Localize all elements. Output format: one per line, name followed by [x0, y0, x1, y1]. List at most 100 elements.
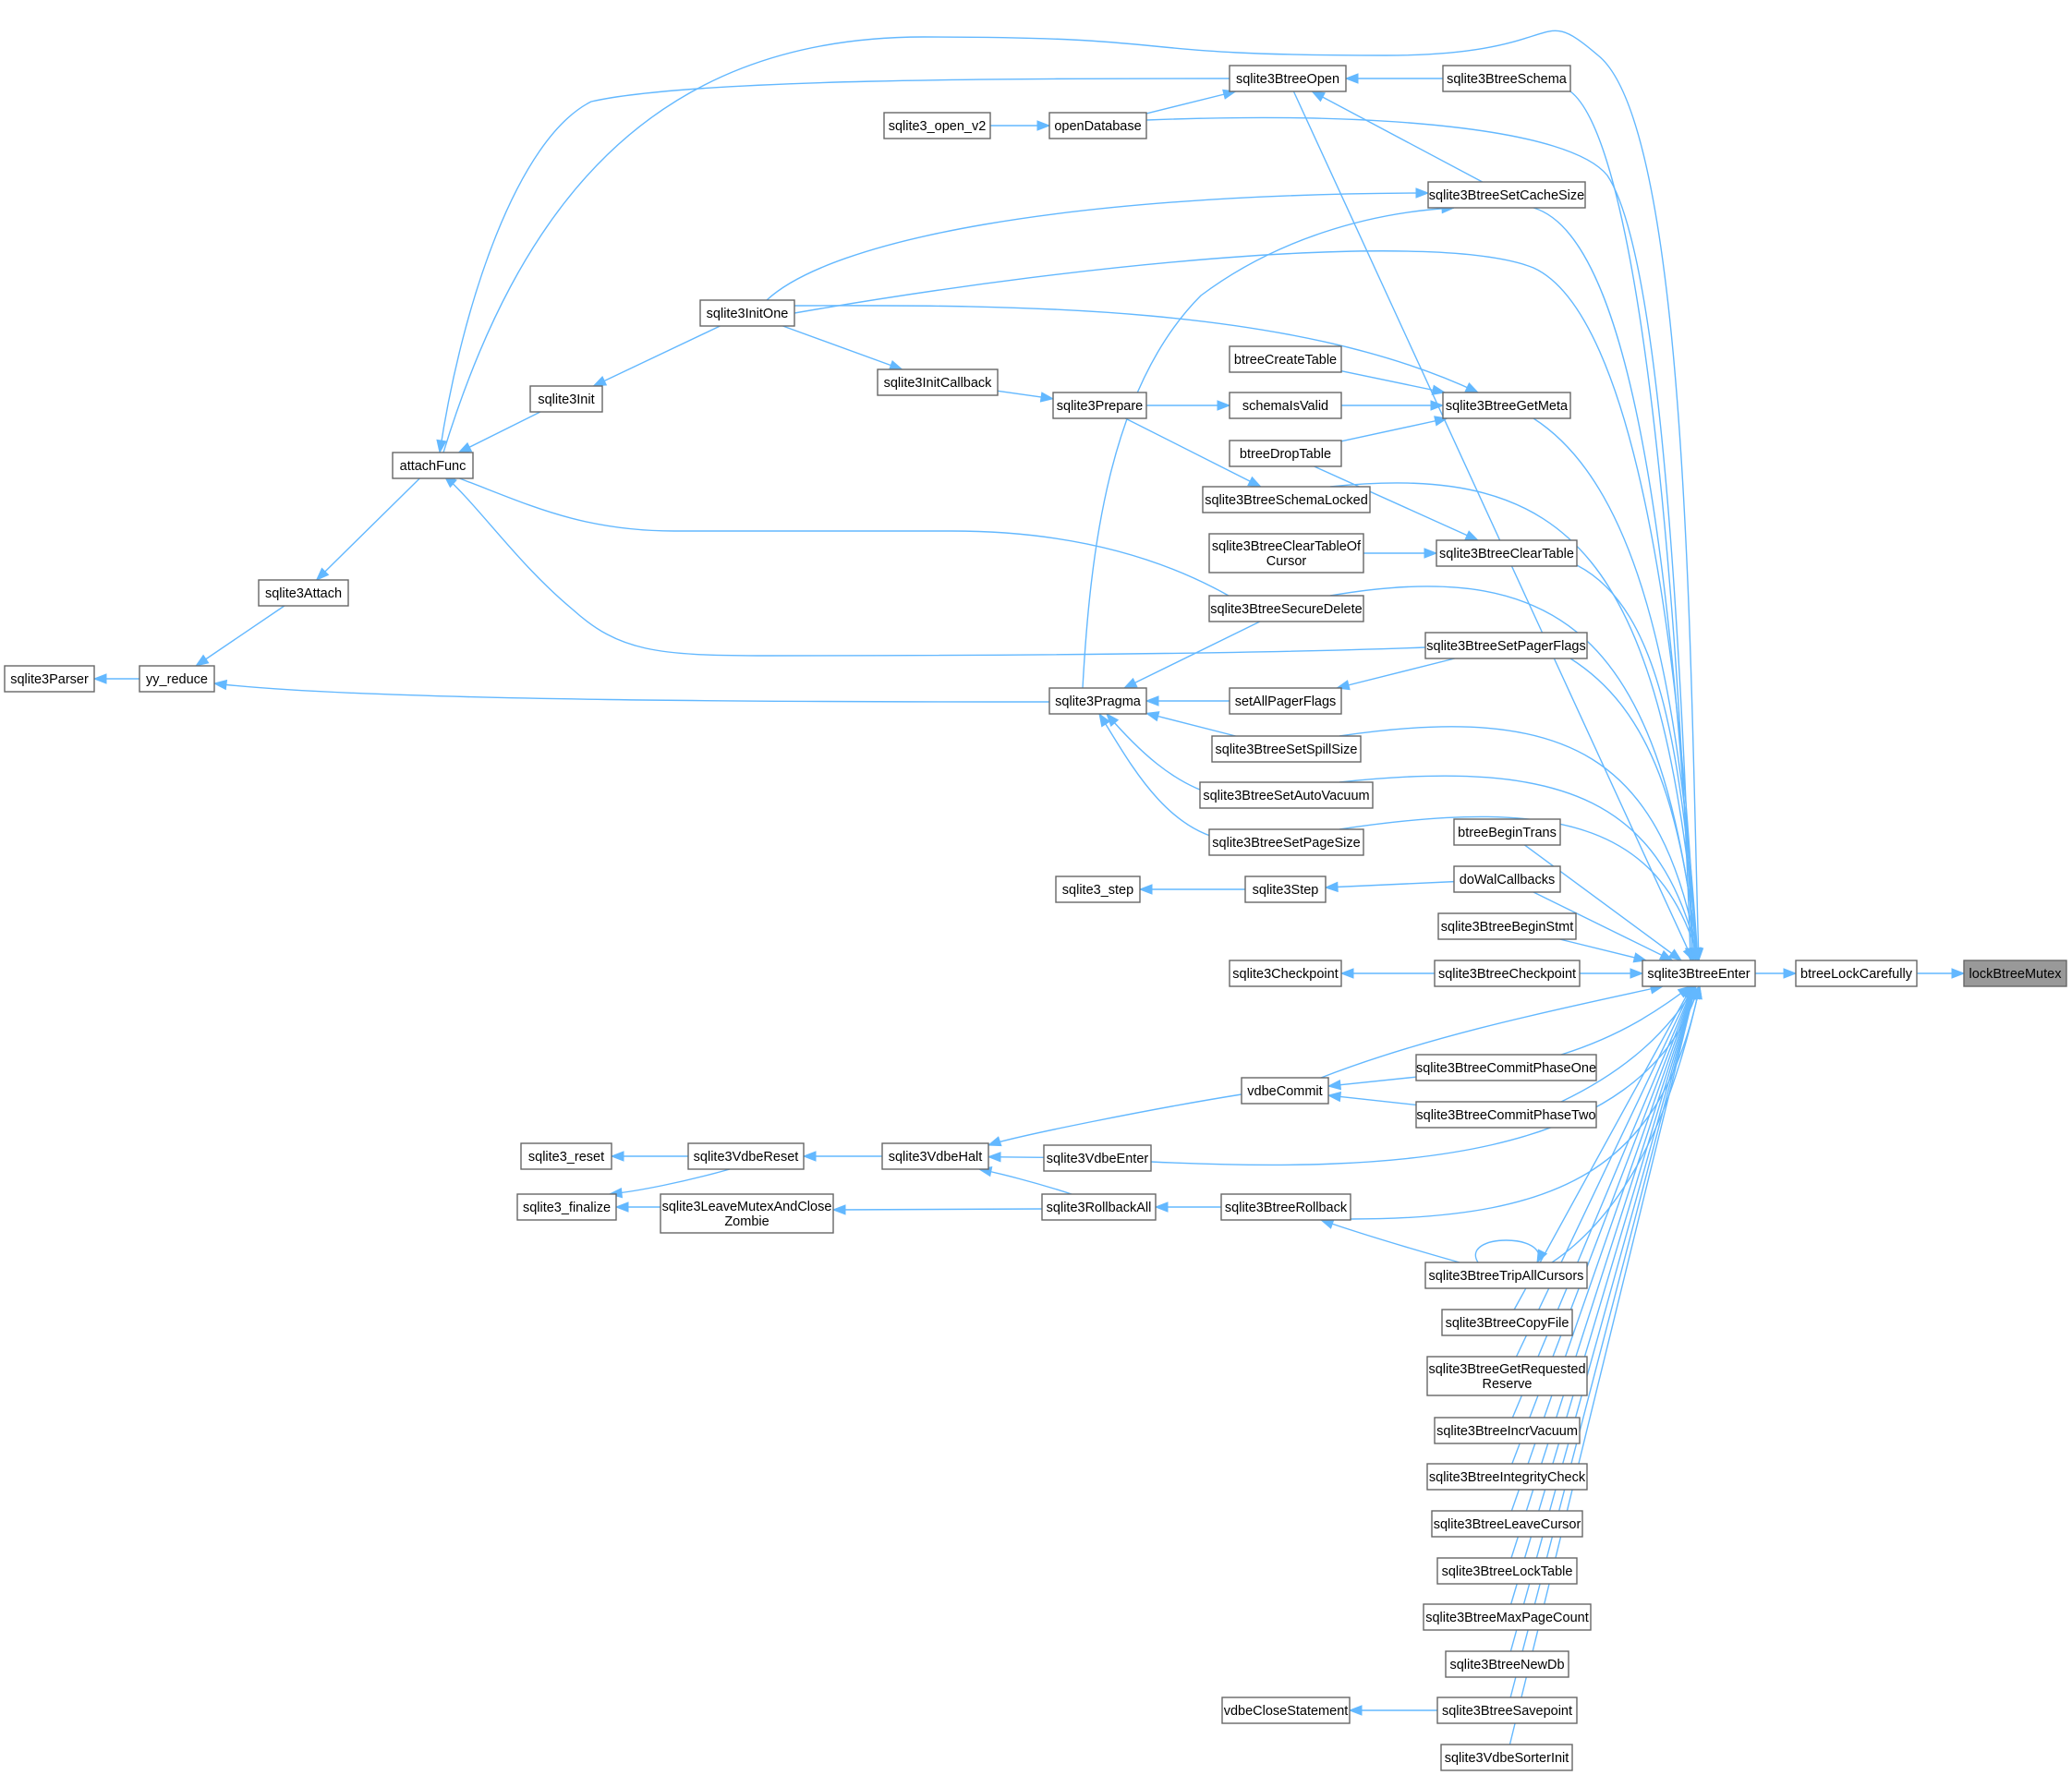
node-box: [1415, 1054, 1597, 1081]
node-vdbeCloseStatement[interactable]: vdbeCloseStatement: [1221, 1697, 1351, 1724]
node-sqlite3_reset[interactable]: sqlite3_reset: [520, 1142, 612, 1170]
node-sqlite3BtreeEnter[interactable]: sqlite3BtreeEnter: [1642, 960, 1756, 987]
node-sqlite3BtreeSetPagerFlags[interactable]: sqlite3BtreeSetPagerFlags: [1424, 632, 1588, 659]
node-sqlite3InitCallback[interactable]: sqlite3InitCallback: [877, 368, 999, 396]
node-label: sqlite3BtreeLockTable: [1442, 1564, 1573, 1579]
node-sqlite3Parser[interactable]: sqlite3Parser: [4, 665, 95, 693]
edge-sqlite3BtreeOpen-to-attachFunc: [436, 78, 1230, 454]
node-label: sqlite3BtreeRollback: [1225, 1201, 1348, 1215]
node-sqlite3BtreeSchema[interactable]: sqlite3BtreeSchema: [1442, 65, 1571, 92]
node-box: [1423, 1603, 1592, 1631]
node-sqlite3VdbeEnter[interactable]: sqlite3VdbeEnter: [1043, 1144, 1152, 1172]
node-box: [1434, 1417, 1581, 1444]
node-box: [1434, 960, 1581, 987]
node-box: [1199, 781, 1374, 809]
node-sqlite3BtreeGetMeta[interactable]: sqlite3BtreeGetMeta: [1442, 392, 1571, 419]
node-label: sqlite3Prepare: [1057, 399, 1144, 414]
node-sqlite3Step[interactable]: sqlite3Step: [1244, 875, 1327, 903]
node-yy_reduce[interactable]: yy_reduce: [139, 665, 215, 693]
node-sqlite3Init[interactable]: sqlite3Init: [529, 385, 603, 413]
edge-sqlite3BtreeSetPageSize-to-sqlite3BtreeEnter: [1339, 815, 1701, 962]
node-box: [1048, 687, 1147, 715]
node-label: sqlite3BtreeSetPageSize: [1212, 836, 1360, 851]
node-sqlite3BtreeIntegrityCheck[interactable]: sqlite3BtreeIntegrityCheck: [1426, 1463, 1588, 1491]
node-sqlite3Prepare[interactable]: sqlite3Prepare: [1052, 392, 1147, 419]
node-sqlite3_step[interactable]: sqlite3_step: [1055, 875, 1141, 903]
node-sqlite3_open_v2[interactable]: sqlite3_open_v2: [883, 112, 991, 139]
node-sqlite3Pragma[interactable]: sqlite3Pragma: [1048, 687, 1147, 715]
node-btreeLockCarefully[interactable]: btreeLockCarefully: [1795, 960, 1918, 987]
node-label: sqlite3BtreeSchema: [1447, 72, 1568, 87]
node-sqlite3BtreeOpen[interactable]: sqlite3BtreeOpen: [1229, 65, 1347, 92]
node-sqlite3BtreeIncrVacuum[interactable]: sqlite3BtreeIncrVacuum: [1434, 1417, 1581, 1444]
node-box: [883, 112, 991, 139]
node-sqlite3BtreeLeaveCursor[interactable]: sqlite3BtreeLeaveCursor: [1431, 1510, 1583, 1538]
node-box: [1208, 828, 1364, 856]
node-sqlite3BtreeTripAllCursors[interactable]: sqlite3BtreeTripAllCursors: [1424, 1262, 1588, 1289]
node-sqlite3BtreeCommitPhaseOne[interactable]: sqlite3BtreeCommitPhaseOne: [1415, 1054, 1597, 1081]
node-sqlite3InitOne[interactable]: sqlite3InitOne: [699, 299, 795, 327]
node-sqlite3BtreeBeginStmt[interactable]: sqlite3BtreeBeginStmt: [1437, 912, 1577, 940]
node-box: [1208, 595, 1364, 622]
node-box: [1445, 1650, 1569, 1678]
node-setAllPagerFlags[interactable]: setAllPagerFlags: [1229, 687, 1342, 715]
node-doWalCallbacks[interactable]: doWalCallbacks: [1453, 865, 1561, 893]
node-sqlite3BtreeSavepoint[interactable]: sqlite3BtreeSavepoint: [1436, 1697, 1578, 1724]
node-lockBtreeMutex[interactable]: lockBtreeMutex: [1963, 960, 2067, 987]
edge-sqlite3_open_v2-to-openDatabase: [990, 120, 1051, 131]
node-sqlite3BtreeSecureDelete[interactable]: sqlite3BtreeSecureDelete: [1208, 595, 1364, 622]
node-box: [1229, 960, 1342, 987]
node-attachFunc[interactable]: attachFunc: [392, 452, 474, 479]
node-sqlite3BtreeCheckpoint[interactable]: sqlite3BtreeCheckpoint: [1434, 960, 1581, 987]
node-sqlite3_finalize[interactable]: sqlite3_finalize: [516, 1193, 617, 1221]
edge-sqlite3BtreeSecureDelete-to-attachFunc: [442, 472, 1230, 597]
node-sqlite3Checkpoint[interactable]: sqlite3Checkpoint: [1229, 960, 1342, 987]
node-label: sqlite3Checkpoint: [1232, 967, 1338, 982]
node-sqlite3BtreeSetSpillSize[interactable]: sqlite3BtreeSetSpillSize: [1211, 735, 1362, 763]
node-sqlite3BtreeSetAutoVacuum[interactable]: sqlite3BtreeSetAutoVacuum: [1199, 781, 1374, 809]
node-sqlite3BtreeSetPageSize[interactable]: sqlite3BtreeSetPageSize: [1208, 828, 1364, 856]
node-sqlite3BtreeCommitPhaseTwo[interactable]: sqlite3BtreeCommitPhaseTwo: [1415, 1101, 1597, 1129]
node-sqlite3BtreeMaxPageCount[interactable]: sqlite3BtreeMaxPageCount: [1423, 1603, 1592, 1631]
node-box: [1041, 1193, 1157, 1221]
node-sqlite3VdbeReset[interactable]: sqlite3VdbeReset: [687, 1142, 805, 1170]
edge-sqlite3InitOne-to-sqlite3Init: [592, 325, 721, 387]
node-btreeBeginTrans[interactable]: btreeBeginTrans: [1453, 818, 1561, 846]
edge-sqlite3BtreeSecureDelete-to-sqlite3Pragma: [1122, 621, 1261, 689]
node-sqlite3BtreeSchemaLocked[interactable]: sqlite3BtreeSchemaLocked: [1202, 486, 1371, 513]
node-label: sqlite3BtreeCommitPhaseOne: [1416, 1061, 1596, 1076]
node-schemaIsValid[interactable]: schemaIsValid: [1229, 392, 1342, 419]
edge-sqlite3BtreeSetPageSize-to-sqlite3Pragma: [1098, 712, 1230, 841]
node-sqlite3BtreeClearTable[interactable]: sqlite3BtreeClearTable: [1436, 539, 1578, 567]
node-sqlite3RollbackAll[interactable]: sqlite3RollbackAll: [1041, 1193, 1157, 1221]
node-sqlite3BtreeCopyFile[interactable]: sqlite3BtreeCopyFile: [1441, 1309, 1573, 1336]
node-box: [1642, 960, 1756, 987]
node-sqlite3BtreeRollback[interactable]: sqlite3BtreeRollback: [1220, 1193, 1351, 1221]
node-box: [1229, 440, 1342, 467]
node-label: sqlite3_open_v2: [889, 119, 987, 134]
node-sqlite3Attach[interactable]: sqlite3Attach: [258, 579, 349, 607]
edge-sqlite3VdbeReset-to-sqlite3_finalize: [608, 1168, 731, 1199]
node-label: schemaIsValid: [1242, 399, 1328, 414]
node-label: sqlite3BtreeNewDb: [1449, 1658, 1564, 1672]
node-openDatabase[interactable]: openDatabase: [1048, 112, 1147, 139]
edge-sqlite3InitOne-to-sqlite3BtreeSetCacheSize: [766, 187, 1430, 301]
node-box: [1453, 865, 1561, 893]
node-sqlite3VdbeSorterInit[interactable]: sqlite3VdbeSorterInit: [1440, 1744, 1573, 1771]
node-label: btreeCreateTable: [1234, 353, 1337, 368]
node-label: sqlite3BtreeSetSpillSize: [1216, 743, 1358, 757]
node-vdbeCommit[interactable]: vdbeCommit: [1241, 1077, 1329, 1105]
node-sqlite3BtreeNewDb[interactable]: sqlite3BtreeNewDb: [1445, 1650, 1569, 1678]
node-label: doWalCallbacks: [1460, 873, 1555, 888]
node-btreeDropTable[interactable]: btreeDropTable: [1229, 440, 1342, 467]
node-sqlite3BtreeLockTable[interactable]: sqlite3BtreeLockTable: [1436, 1557, 1578, 1585]
edge-sqlite3BtreeCommitPhaseOne-to-vdbeCommit: [1327, 1076, 1417, 1091]
node-sqlite3VdbeHalt[interactable]: sqlite3VdbeHalt: [881, 1142, 989, 1170]
edge-btreeDropTable-to-sqlite3BtreeGetMeta: [1340, 416, 1448, 442]
node-btreeCreateTable[interactable]: btreeCreateTable: [1229, 345, 1342, 373]
node-sqlite3BtreeSetCacheSize[interactable]: sqlite3BtreeSetCacheSize: [1427, 181, 1586, 209]
